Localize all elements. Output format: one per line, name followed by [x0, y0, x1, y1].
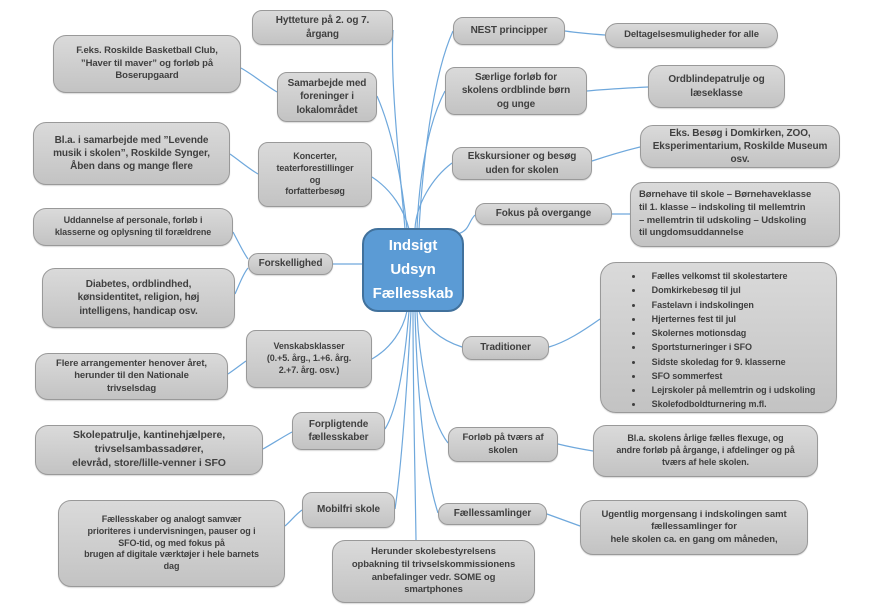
node-label: Koncerter, teaterforestillinger og forfa…	[276, 150, 354, 197]
mindmap-node-center[interactable]: Indsigt Udsyn Fællesskab	[362, 228, 464, 312]
node-label: Fællesskaber og analogt samvær prioriter…	[84, 513, 259, 572]
node-label: Samarbejde med foreninger i lokalområdet	[287, 78, 367, 116]
list-item: Fælles velkomst til skolestartere	[644, 270, 816, 283]
mindmap-node-hytteture[interactable]: Hytteture på 2. og 7. årgang	[252, 10, 393, 45]
node-label: Uddannelse af personale, forløb i klasse…	[54, 215, 212, 237]
mindmap-node-forskellighed[interactable]: Forskellighed	[248, 253, 333, 275]
edge-saerlige-forlob-ordblindepatrulje	[586, 86, 649, 92]
node-label: Indsigt Udsyn Fællesskab	[372, 237, 454, 302]
edge-ekskursioner-eks-besog	[591, 146, 641, 162]
edge-center-forpligtende	[384, 310, 410, 430]
mindmap-node-bla-samarbejde[interactable]: Bl.a. i samarbejde med ”Levende musik i …	[33, 122, 230, 185]
node-label: NEST principper	[470, 25, 548, 37]
mindmap-node-diabetes[interactable]: Diabetes, ordblindhed, kønsidentitet, re…	[42, 268, 235, 328]
mindmap-node-faellessamlinger[interactable]: Fællessamlinger	[438, 503, 547, 525]
node-label: Deltagelsesmuligheder for alle	[624, 29, 759, 41]
mindmap-node-ugentlig-morgensang[interactable]: Ugentlig morgensang i indskolingen samt …	[580, 500, 808, 555]
edge-center-fokus-overgange	[457, 214, 476, 235]
node-label: Traditioner	[480, 342, 531, 354]
mindmap-node-mobilfri[interactable]: Mobilfri skole	[302, 492, 395, 528]
edge-center-traditioner	[418, 310, 463, 348]
node-label: Skolepatrulje, kantinehjælpere, trivsels…	[72, 429, 226, 469]
node-label: Venskabsklasser (0.+5. årg., 1.+6. årg. …	[266, 341, 352, 375]
list-item: Skolefodboldturnering m.fl.	[644, 398, 816, 411]
edge-center-mobilfri	[394, 310, 412, 510]
edge-center-nest	[418, 30, 454, 230]
mindmap-node-bla-flexuge[interactable]: Bl.a. skolens årlige fælles flexuge, og …	[593, 425, 818, 477]
node-label: Diabetes, ordblindhed, kønsidentitet, re…	[77, 279, 200, 317]
edge-nest-deltagelse	[564, 30, 606, 36]
edge-center-faellessamlinger	[414, 310, 439, 514]
node-label: Bl.a. skolens årlige fælles flexuge, og …	[616, 433, 795, 467]
mindmap-node-fokus-overgange[interactable]: Fokus på overgange	[475, 203, 612, 225]
mindmap-node-herunder-skolebestyrelsen[interactable]: Herunder skolebestyrelsens opbakning til…	[332, 540, 535, 603]
edge-center-koncerter	[371, 176, 410, 230]
list-item: Sidste skoledag for 9. klasserne	[644, 356, 816, 369]
node-label: Bl.a. i samarbejde med ”Levende musik i …	[53, 134, 210, 173]
node-label: Forløb på tværs af skolen	[462, 431, 544, 456]
mindmap-node-forlob-tvaers[interactable]: Forløb på tværs af skolen	[448, 427, 558, 462]
node-label: Forskellighed	[258, 258, 323, 270]
edge-flere-arrangementer-venskabsklasser	[227, 360, 247, 375]
mindmap-node-feks-roskilde[interactable]: F.eks. Roskilde Basketball Club, ”Haver …	[53, 35, 241, 93]
node-label: Herunder skolebestyrelsens opbakning til…	[351, 546, 516, 596]
node-label: Mobilfri skole	[316, 504, 381, 516]
node-label: Forpligtende fællesskaber	[308, 418, 369, 443]
edge-bla-samarbejde-koncerter	[229, 153, 259, 175]
list-item: Domkirkebesøg til jul	[644, 284, 816, 297]
mindmap-node-faellesskaber-analogt[interactable]: Fællesskaber og analogt samvær prioriter…	[58, 500, 285, 587]
edge-faellessamlinger-ugentlig-morgensang	[546, 513, 581, 527]
node-label: Flere arrangementer henover året, herund…	[56, 357, 207, 394]
mindmap-node-deltagelse[interactable]: Deltagelsesmuligheder for alle	[605, 23, 778, 48]
node-label: Særlige forløb for skolens ordblinde bør…	[461, 72, 571, 110]
list-item: Hjerternes fest til jul	[644, 313, 816, 326]
list-item: Fastelavn i indskolingen	[644, 299, 816, 312]
mindmap-node-forpligtende[interactable]: Forpligtende fællesskaber	[292, 412, 385, 450]
node-label: Ugentlig morgensang i indskolingen samt …	[601, 508, 787, 545]
edge-uddannelse-forskellighed	[232, 231, 249, 260]
node-label: Fællessamlinger	[453, 508, 532, 520]
list-item: Skolernes motionsdag	[644, 327, 816, 340]
edge-traditioner-traditioner-liste	[548, 318, 601, 348]
node-label: F.eks. Roskilde Basketball Club, ”Haver …	[76, 45, 218, 82]
traditions-list: Fælles velkomst til skolestartereDomkirk…	[618, 270, 820, 413]
node-label: Fokus på overgange	[495, 208, 592, 220]
edge-center-ekskursioner	[414, 162, 453, 230]
edge-center-samarbejde-foreninger	[376, 95, 408, 230]
mindmap-node-flere-arrangementer[interactable]: Flere arrangementer henover året, herund…	[35, 353, 228, 400]
list-item: Lejrskoler på mellemtrin og i udskoling	[644, 384, 816, 397]
edge-center-venskabsklasser	[371, 310, 408, 360]
mindmap-node-samarbejde-foreninger[interactable]: Samarbejde med foreninger i lokalområdet	[277, 72, 377, 122]
node-label: Ordblindepatrulje og læseklasse	[668, 74, 765, 99]
list-item: Sportsturneringer i SFO	[644, 341, 816, 354]
edge-center-forlob-tvaers	[416, 310, 449, 444]
mindmap-node-traditioner-liste[interactable]: Fælles velkomst til skolestartereDomkirk…	[600, 262, 837, 413]
mindmap-node-ordblindepatrulje[interactable]: Ordblindepatrulje og læseklasse	[648, 65, 785, 108]
node-label: Hytteture på 2. og 7. årgang	[275, 15, 370, 40]
mindmap-node-koncerter[interactable]: Koncerter, teaterforestillinger og forfa…	[258, 142, 372, 207]
mindmap-node-skolepatrulje[interactable]: Skolepatrulje, kantinehjælpere, trivsels…	[35, 425, 263, 475]
mindmap-node-nest[interactable]: NEST principper	[453, 17, 565, 45]
mindmap-node-bornehave[interactable]: Børnehave til skole – Børnehaveklasse ti…	[630, 182, 840, 247]
list-item: SFO sommerfest	[644, 370, 816, 383]
mindmap-node-ekskursioner[interactable]: Ekskursioner og besøg uden for skolen	[452, 147, 592, 180]
mindmap-node-traditioner[interactable]: Traditioner	[462, 336, 549, 360]
edge-feks-roskilde-samarbejde-foreninger	[240, 67, 278, 93]
edge-skolepatrulje-forpligtende	[262, 431, 293, 450]
mindmap-node-eks-besog[interactable]: Eks. Besøg i Domkirken, ZOO, Eksperiment…	[640, 125, 840, 168]
edge-center-hytteture	[391, 29, 406, 230]
node-label: Eks. Besøg i Domkirken, ZOO, Eksperiment…	[652, 127, 828, 166]
node-label: Ekskursioner og besøg uden for skolen	[467, 151, 577, 176]
node-label: Børnehave til skole – Børnehaveklasse ti…	[639, 189, 812, 239]
edge-faellesskaber-analogt-mobilfri	[284, 509, 303, 527]
edge-center-herunder-skolebestyrelsen	[412, 310, 417, 541]
edge-forlob-tvaers-bla-flexuge	[557, 443, 594, 452]
edge-diabetes-forskellighed	[234, 267, 249, 295]
mindmap-node-saerlige-forlob[interactable]: Særlige forløb for skolens ordblinde bør…	[445, 67, 587, 115]
mindmap-node-uddannelse[interactable]: Uddannelse af personale, forløb i klasse…	[33, 208, 233, 246]
mindmap-node-venskabsklasser[interactable]: Venskabsklasser (0.+5. årg., 1.+6. årg. …	[246, 330, 372, 388]
